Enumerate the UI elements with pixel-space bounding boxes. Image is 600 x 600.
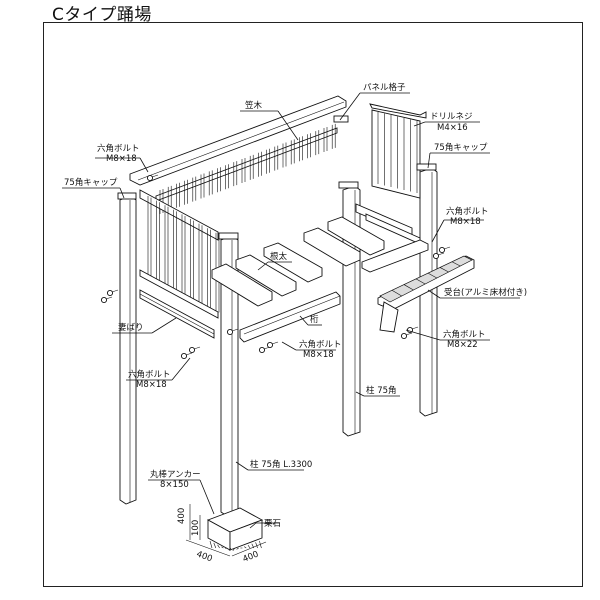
keta-beam — [239, 291, 341, 343]
hex-bolt-icon — [100, 296, 108, 304]
hex-bolt-icon — [258, 346, 266, 354]
stair-tread — [377, 255, 475, 333]
gravel-hatch — [225, 547, 228, 549]
label-dim-h100: 100 — [191, 520, 201, 536]
label-cap-left: 75角キャップ — [64, 177, 118, 188]
cap-right — [416, 163, 437, 171]
gravel-hatch — [217, 544, 220, 549]
dimensions — [185, 504, 267, 557]
tread-slat — [403, 284, 414, 291]
label-cap-right: 75角キャップ — [434, 142, 488, 153]
tread-slat — [451, 261, 461, 267]
label-tsumabari: 妻ばり — [118, 322, 144, 333]
label-bolt-r22-size: M8×22 — [447, 340, 478, 350]
label-kasagi: 笠木 — [245, 100, 263, 111]
diagram-title: Cタイプ踊場 — [52, 5, 152, 25]
gravel-hatch — [209, 540, 213, 549]
tread-slat — [439, 267, 449, 273]
label-bolt-mid: 六角ボルト — [299, 339, 342, 350]
bolt-shank — [185, 352, 193, 356]
panel-grid-right — [369, 103, 427, 199]
gravel-hatch — [228, 547, 232, 551]
left-fence — [139, 189, 220, 319]
gravel-hatch — [247, 545, 251, 549]
bolt-shank — [105, 296, 113, 300]
floor-joists — [211, 216, 385, 307]
tsumabari-beam — [139, 289, 215, 339]
label-uketai: 受台(アルミ床材付き) — [444, 287, 527, 298]
label-bolt-tl-size: M8×18 — [106, 154, 137, 164]
bolt-shank — [111, 289, 119, 293]
label-dim-w400a: 400 — [195, 549, 214, 564]
label-anchor: 丸棒アンカー — [150, 469, 201, 480]
label-nedai: 根太 — [270, 251, 288, 262]
label-hashira-right: 柱 75角 — [366, 385, 397, 396]
gravel-hatch — [221, 546, 224, 549]
label-bolt-tl: 六角ボルト — [97, 143, 140, 154]
hex-bolt-icon — [438, 246, 446, 254]
label-dim-h400: 400 — [177, 508, 187, 524]
label-panel-koshi: パネル格子 — [363, 82, 406, 93]
label-anchor-size: 8×150 — [160, 480, 189, 490]
label-keta: 桁 — [310, 314, 319, 325]
label-hashira-main: 柱 75角 L.3300 — [250, 459, 312, 470]
right-beams — [355, 203, 429, 273]
hex-bolt-icon — [106, 289, 114, 297]
bolt-shank — [443, 246, 451, 250]
label-bolt-l: 六角ボルト — [128, 369, 171, 380]
hex-bolt-icon — [226, 328, 234, 336]
label-bolt-r: 六角ボルト — [446, 206, 489, 217]
label-bolt-mid-size: M8×18 — [303, 350, 334, 360]
hex-bolt-icon — [180, 352, 188, 360]
bolt-shank — [271, 341, 279, 345]
cap-center — [338, 181, 359, 189]
label-guriishi: 栗石 — [264, 519, 281, 529]
bolt-shank — [405, 332, 413, 336]
hex-bolt-icon — [266, 341, 274, 349]
label-drill-neji: ドリルネジ — [430, 112, 473, 122]
leader-lines — [62, 92, 520, 529]
diagram-frame — [43, 22, 583, 587]
label-dim-w400b: 400 — [241, 549, 260, 564]
label-drill-neji-size: M4×16 — [437, 123, 468, 133]
gravel-hatch — [255, 542, 258, 549]
gravel-hatch — [232, 547, 236, 551]
tread-slat — [415, 278, 426, 285]
foundation-block — [206, 507, 264, 551]
gravel-hatch — [213, 542, 217, 549]
gravel-hatch — [236, 547, 239, 550]
label-bolt-r-size: M8×18 — [450, 217, 481, 227]
tread-slat — [427, 272, 438, 279]
hex-bolt-icon — [188, 346, 196, 354]
gravel-hatch — [244, 546, 247, 549]
front-left-post — [117, 192, 137, 505]
back-fence-balusters — [159, 123, 336, 214]
hex-bolt-icon — [400, 332, 408, 340]
bolt-shank — [151, 174, 159, 178]
tread-slat — [391, 290, 402, 297]
bolt-shank — [231, 328, 239, 332]
bolt-shank — [437, 252, 445, 256]
bolt-shank — [411, 326, 419, 330]
label-bolt-r22: 六角ボルト — [443, 329, 486, 340]
kasagi-rail — [129, 95, 347, 202]
hex-bolt-icon — [432, 252, 440, 260]
bolt-shank — [193, 346, 201, 350]
label-bolt-l-size: M8×18 — [136, 380, 167, 390]
hex-bolt-icon — [146, 174, 154, 182]
